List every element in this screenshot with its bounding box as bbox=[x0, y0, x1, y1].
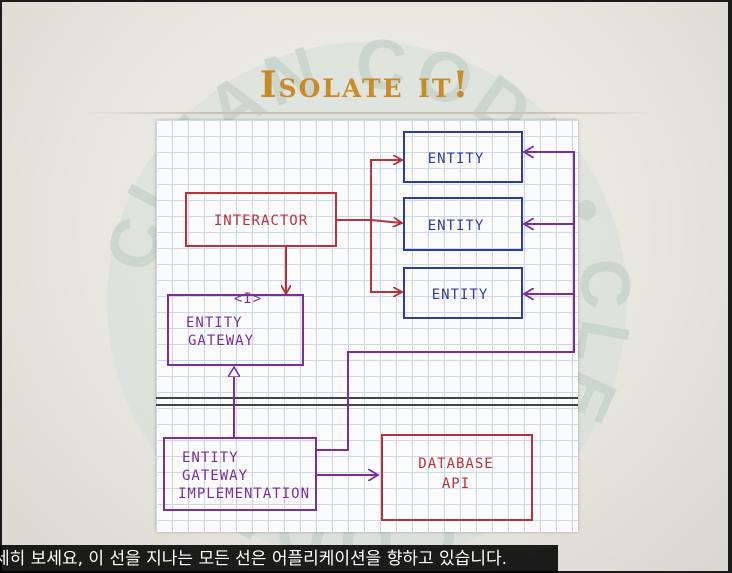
entity-label-1: ENTITY bbox=[428, 151, 485, 167]
entity-label-3: ENTITY bbox=[432, 287, 489, 303]
arrow-interactor-entity-1 bbox=[336, 160, 402, 221]
impl-label-line3: IMPLEMENTATION bbox=[178, 486, 310, 502]
db-label-line1: DATABASE bbox=[418, 456, 493, 472]
impl-label-line2: GATEWAY bbox=[182, 468, 248, 484]
arrow-interactor-entity-3 bbox=[370, 220, 402, 292]
entity-box-2 bbox=[403, 197, 523, 251]
gateway-label-line1: ENTITY bbox=[186, 315, 243, 331]
interactor-label: INTERACTOR bbox=[214, 213, 308, 229]
arrow-interactor-entity-2 bbox=[370, 220, 402, 223]
database-api-box bbox=[381, 434, 533, 521]
video-subtitle: 세히 보세요, 이 선을 지나는 모든 선은 어플리케이션을 향하고 있습니다. bbox=[0, 545, 558, 573]
graph-paper-drawing: INTERACTOR ENTITY ENTITY ENTITY <I> ENTI… bbox=[156, 120, 578, 532]
architecture-diagram: INTERACTOR ENTITY ENTITY ENTITY <I> ENTI… bbox=[156, 131, 578, 521]
entity-box-1 bbox=[403, 131, 523, 183]
gateway-label-line2: GATEWAY bbox=[188, 333, 254, 349]
db-label-line2: API bbox=[442, 476, 470, 492]
slide-title: Isolate it! bbox=[259, 64, 471, 106]
impl-label-line1: ENTITY bbox=[182, 450, 239, 466]
entity-box-3 bbox=[403, 267, 523, 319]
gateway-interface-marker: <I> bbox=[234, 291, 262, 307]
entity-gateway-box bbox=[167, 294, 304, 366]
title-divider bbox=[84, 112, 654, 114]
arrow-impl-entity-1 bbox=[316, 152, 575, 451]
entity-label-2: ENTITY bbox=[428, 218, 485, 234]
